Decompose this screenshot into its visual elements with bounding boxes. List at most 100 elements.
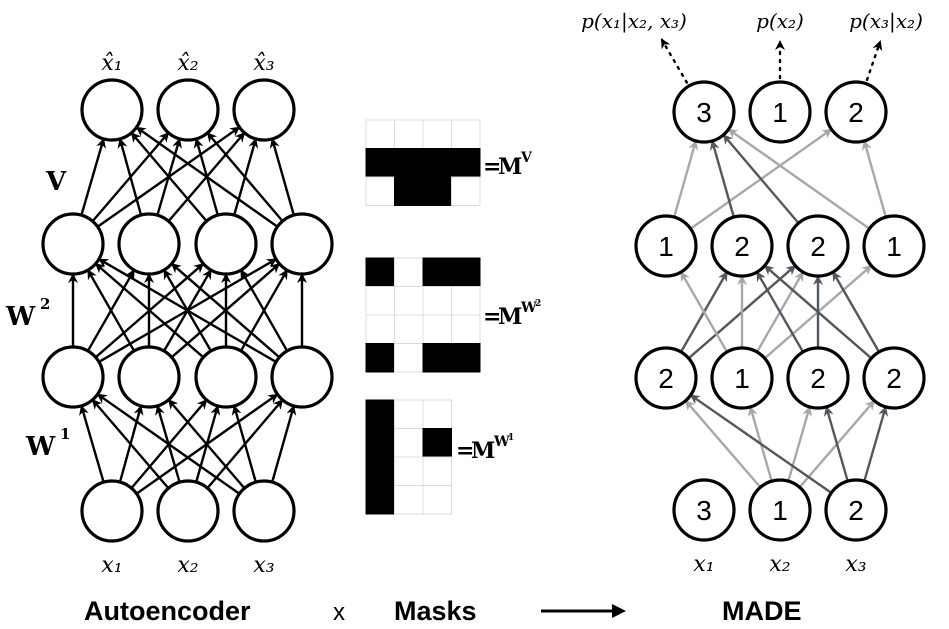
ae-hidden2-node [41,212,105,276]
made-input-label-1: x₁ [693,552,714,577]
caption-masks: Masks [394,596,477,626]
ae-hidden1-node [41,345,105,409]
made-edge-hidden1-hidden2-dark [756,271,805,353]
ae-edge-w2 [87,269,136,352]
ae-edge-w2 [240,269,289,352]
ae-hidden1-node [194,345,258,409]
made-hidden2-node [862,214,926,278]
made-hidden1-node [710,346,774,410]
ae-edge-w1 [96,393,241,495]
mask-cell-on [365,148,395,178]
ae-output-node [80,78,144,142]
made-hidden2-node-degree: 2 [734,231,750,262]
mask-cell-off [451,286,481,316]
svg-text:V: V [45,167,67,197]
made-output-labels: p(x₁|x₂, x₃) p(x₂) p(x₃|x₂) [581,9,923,34]
mask-cell-off [365,314,395,344]
caption-autoencoder: Autoencoder [84,596,251,626]
mask-cell-on [422,148,452,178]
svg-text:1: 1 [60,425,70,443]
caption-arrow-icon [612,604,626,618]
made-input-node-degree: 3 [696,495,712,526]
made-edge-input-hidden1-dark [823,405,849,482]
svg-text:W: W [493,434,510,450]
made-hidden1-node-degree: 2 [658,363,674,394]
made-edge-hidden2-output-light [861,139,887,218]
made-output-dotted-arrow [865,40,883,82]
ae-edge-w1 [79,404,105,483]
made-hidden2-node [710,214,774,278]
mask-cell-on [365,485,395,515]
made-input-node [748,478,812,542]
made-hidden2-node [634,214,698,278]
ae-edge-w1 [91,399,170,490]
mask-cell-on [422,343,452,373]
mask-cell-off [394,314,424,344]
mask-cell-off [394,428,424,458]
mask-cell-off [422,286,452,316]
made-input-node [824,478,888,542]
svg-text:2: 2 [535,299,541,309]
mask-cell-off [394,343,424,373]
ae-output-node [232,78,296,142]
mask-cell-off [422,456,452,486]
made-input-labels: x₁ x₂ x₃ [693,552,866,577]
made-output-label-3: p(x₃|x₂) [849,9,923,34]
made-output-label-1: p(x₁|x₂, x₃) [581,9,687,34]
ae-edge-w2 [94,263,205,359]
made-input-label-3: x₃ [845,552,866,577]
made-output-node [748,80,812,144]
made-hidden2-node-degree: 1 [658,231,674,262]
ae-edge-v [269,137,295,216]
autoencoder-output-labels: x̂₁ x̂₂ x̂₃ [101,51,274,76]
mask-cell-off [394,399,424,429]
svg-text:=: = [456,438,474,464]
made-edge-hidden1-hidden2-light [680,271,729,353]
made-input-node-degree: 1 [772,495,788,526]
mask-cell-off [365,176,395,206]
mask-cell-off [365,286,395,316]
made-input-label-2: x₂ [769,552,790,577]
caption: Autoencoder x Masks MADE [84,596,802,626]
ae-output-label-2: x̂₂ [177,51,198,76]
weight-label-w2: W 2 [5,295,50,332]
ae-edge-v [117,137,143,216]
mask-cell-off [422,485,452,515]
svg-text:V: V [520,150,533,166]
made-output-node [672,80,736,144]
made-hidden2-node-degree: 1 [886,231,902,262]
svg-text:W: W [5,302,36,332]
ae-input-label-1: x₁ [101,553,122,578]
mask-cell-off [394,485,424,515]
made-input-node-degree: 2 [848,495,864,526]
svg-text:M: M [498,154,522,180]
mask-cell-off [394,257,424,287]
mask-cell-off [451,314,481,344]
ae-input-node [80,479,144,543]
made-output-node [824,80,888,144]
ae-edge-v [135,126,279,228]
made-edge-hidden2-output-dark [709,139,735,218]
mask-cell-on [422,176,452,206]
made-edge-input-hidden1-light [684,399,762,489]
ae-input-label-2: x₂ [177,553,198,578]
svg-text:=: = [483,154,501,180]
mask-cell-on [365,428,395,458]
ae-hidden1-node [270,345,334,409]
made-hidden2-node [786,214,850,278]
caption-times: x [333,599,345,626]
svg-text:M: M [471,438,495,464]
mask-cell-on [422,257,452,287]
autoencoder-nodes [41,78,334,543]
ae-hidden2-node [270,212,334,276]
weight-label-v: V [45,167,67,197]
autoencoder-edges [68,126,307,495]
ae-edge-v [80,137,106,216]
made-edge-input-hidden1-light [787,405,813,482]
svg-text:M: M [498,304,522,330]
made-edges [673,128,889,494]
mask-cell-off [365,119,395,149]
ae-hidden2-node [194,212,258,276]
mask-cell-on [365,456,395,486]
made-hidden1-node [862,346,926,410]
